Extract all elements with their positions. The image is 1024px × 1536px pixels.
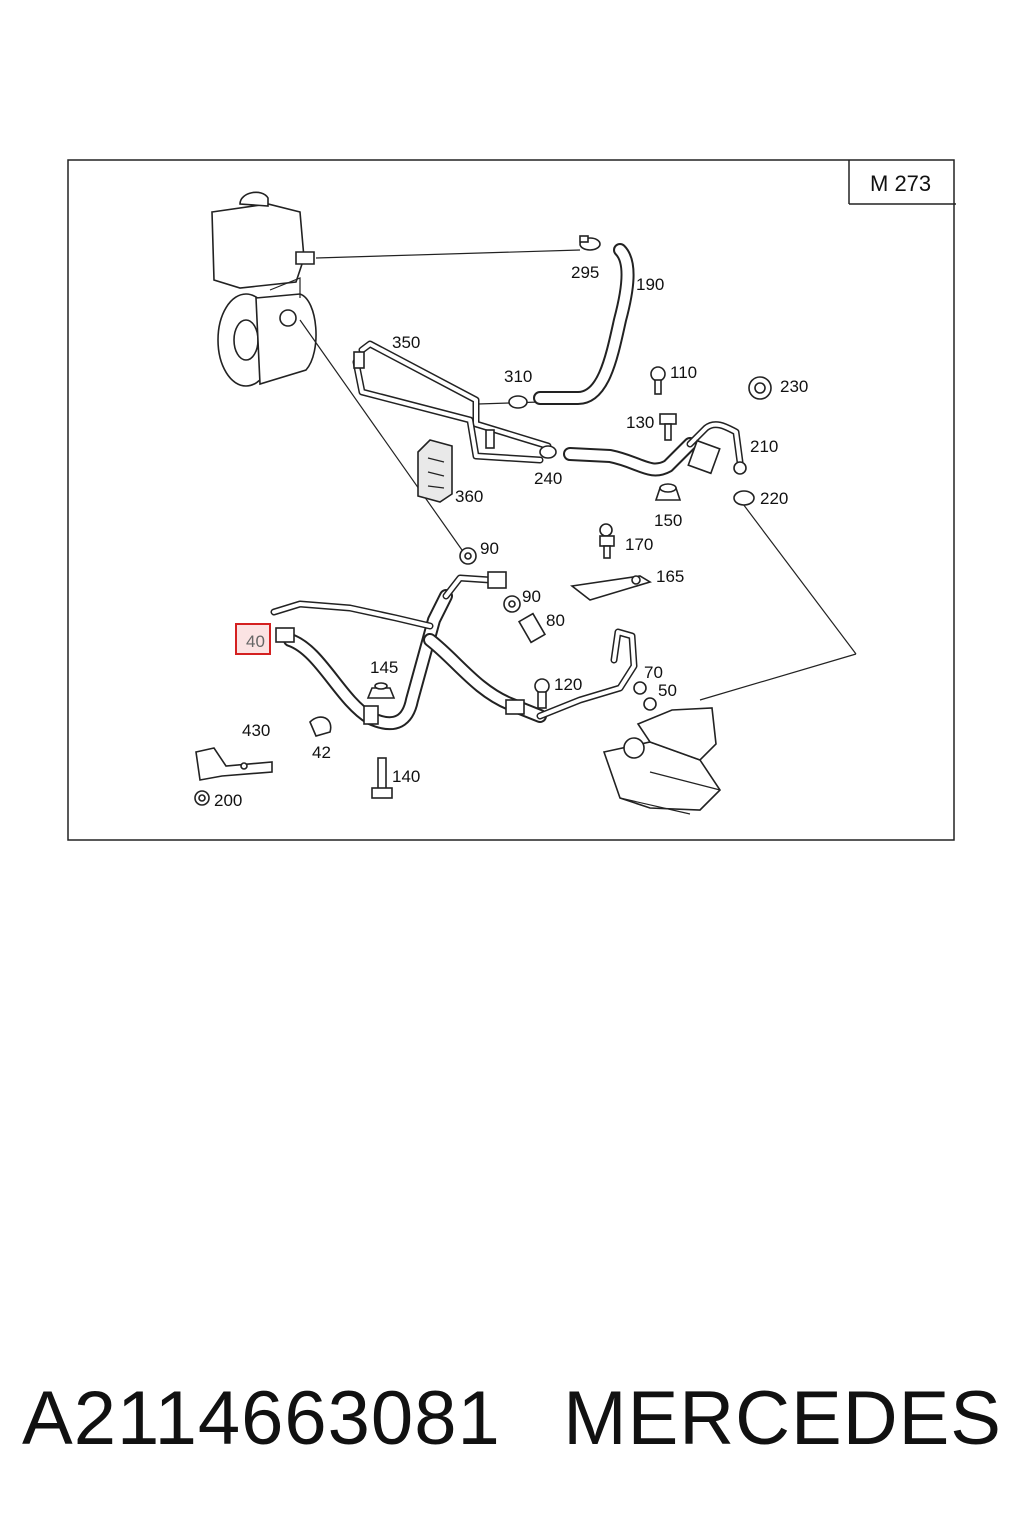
callout-360: 360 [455,487,483,506]
bolt-120-icon [534,678,550,709]
hose-70-icon [423,628,638,723]
callout-230: 230 [780,377,808,396]
banjo-bolt-80-icon [517,612,547,644]
bolt-140-icon [371,757,393,799]
callout-70: 70 [644,663,663,682]
callout-210: 210 [750,437,778,456]
model-label-box: M 273 [848,160,956,205]
callout-90b: 90 [522,587,541,606]
highlighted-callout[interactable]: 40 [235,623,271,655]
seal-50-icon [643,697,657,711]
callout-50: 50 [658,681,677,700]
callout-42: 42 [312,743,331,762]
callout-310: 310 [504,367,532,386]
nut-200-icon [194,790,210,806]
steering-gear-icon [602,707,722,815]
callout-220: 220 [760,489,788,508]
callout-145: 145 [370,658,398,677]
callout-430: 430 [242,721,270,740]
callout-90a: 90 [480,539,499,558]
callout-240: 240 [534,469,562,488]
callout-150: 150 [654,511,682,530]
callout-120: 120 [554,675,582,694]
model-label: M 273 [870,171,931,196]
hose-240-icon [539,437,697,477]
part-number: A2114663081 [22,1375,501,1461]
fitting-210-icon [686,421,747,475]
reservoir-pump-icon [211,191,317,387]
callout-130: 130 [626,413,654,432]
diagram-frame [67,159,955,841]
callout-350: 350 [392,333,420,352]
clip-42-icon [309,716,332,737]
callout-165: 165 [656,567,684,586]
callout-190: 190 [636,275,664,294]
callout-80: 80 [546,611,565,630]
seal-90b-icon [503,595,521,613]
return-hose-190 [533,243,635,405]
footer: A2114663081 MERCEDES [0,1368,1024,1468]
ring-230-icon [748,376,772,400]
bracket-430-icon [195,747,273,781]
callout-110: 110 [670,363,697,382]
bracket-165-icon [570,575,652,601]
seal-90a-icon [459,547,477,565]
highlight-box [235,623,271,655]
bolt-110-icon [650,366,666,395]
bolt-170-icon [599,523,615,559]
cooler-350-icon [352,340,552,464]
seal-70-icon [633,681,647,695]
pressure-hose-40-icon [270,571,507,731]
callout-labels: 295 190 350 310 110 230 130 210 240 360 … [214,263,808,810]
seal-220-icon [733,490,755,506]
cap-150-icon [654,483,682,501]
callout-40: 40 [246,632,265,651]
nut-145-icon [366,682,396,699]
clamp-310-icon [508,395,528,409]
callout-295: 295 [571,263,599,282]
brand-name: MERCEDES [563,1375,1002,1461]
bolt-130-icon [659,413,677,441]
callout-140: 140 [392,767,420,786]
callout-200: 200 [214,791,242,810]
leader-lines [299,249,857,701]
clamp-295-icon [579,235,601,251]
callout-170: 170 [625,535,653,554]
bracket-360-icon [417,439,453,503]
